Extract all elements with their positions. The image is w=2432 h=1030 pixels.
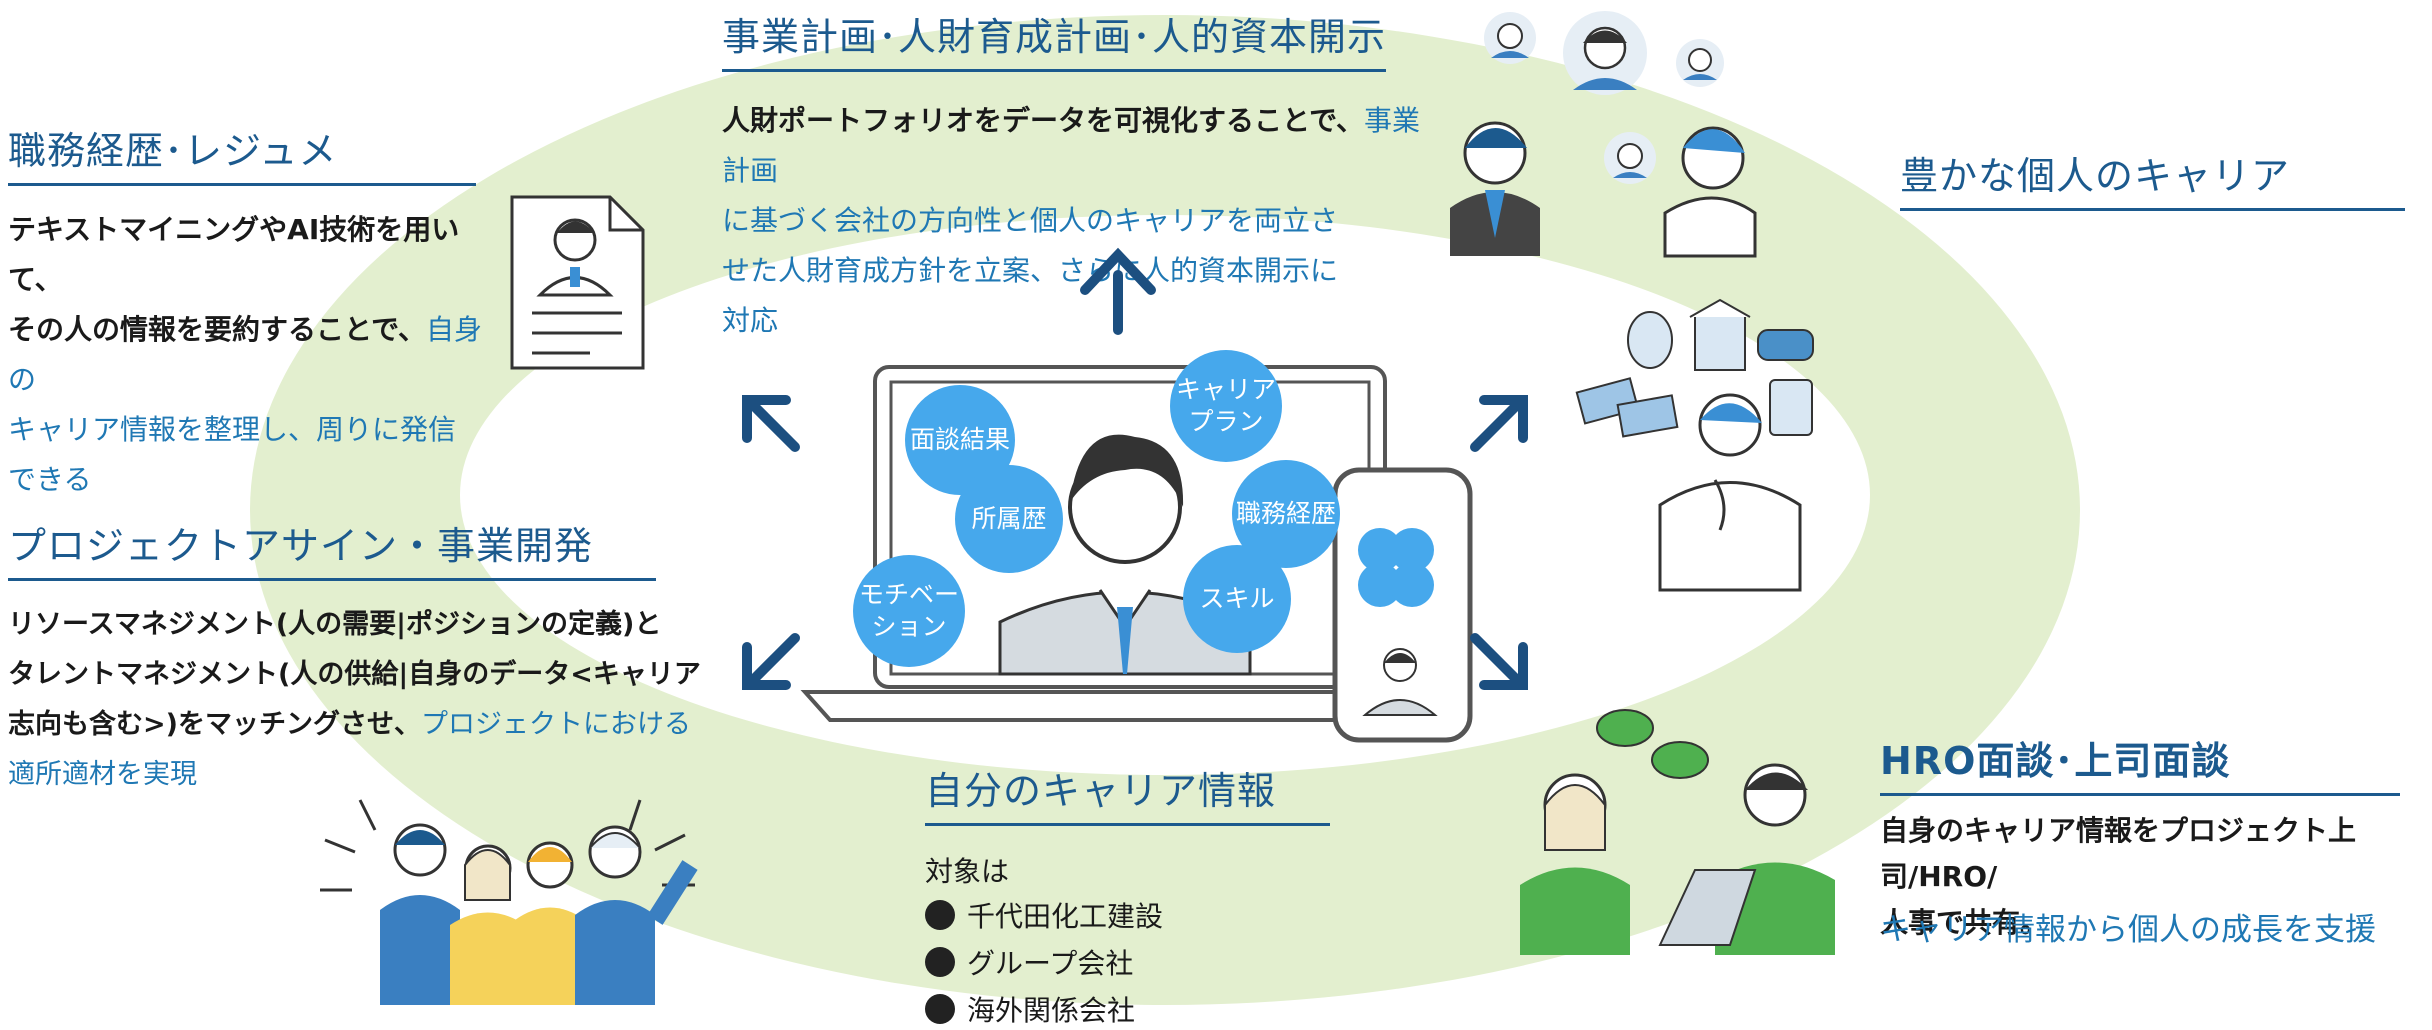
target-label: 対象は	[925, 855, 1010, 888]
business-plan-text: 人財ポートフォリオをデータを可視化することで、事業計画 に基づく会社の方向性と個…	[722, 104, 1421, 337]
arrow-up-left-icon	[742, 395, 800, 452]
hro-highlight-text: キャリア情報から個人の成長を支援	[1880, 912, 2376, 948]
team-illustration	[320, 799, 698, 1005]
bubble-career-plan: キャリアプラン	[1170, 350, 1282, 462]
target-item: グループ会社	[925, 942, 1133, 982]
heading-my-career-info: 自分のキャリア情報	[925, 760, 1330, 826]
bubble-skill: スキル	[1183, 545, 1291, 653]
bullet-icon	[925, 947, 955, 977]
lifestyle-illustration	[1575, 298, 1814, 592]
heading-rich-career: 豊かな個人のキャリア	[1900, 145, 2405, 211]
resume-document-icon	[510, 195, 645, 370]
heading-business-plan: 事業計画･人財育成計画･人的資本開示	[722, 6, 1387, 72]
arrow-up-right-icon	[1470, 395, 1528, 452]
bubble-work-history: 職務経歴	[1232, 460, 1340, 568]
thinking-people-illustration	[1450, 11, 1757, 258]
resume-text: テキストマイニングやAI技術を用いて、 その人の情報を要約することで、自身の キ…	[8, 213, 483, 496]
arrow-down-right-icon	[1470, 633, 1528, 690]
target-item: 海外関係会社	[925, 989, 1135, 1029]
heading-project-assign: プロジェクトアサイン・事業開発	[8, 515, 656, 581]
arrow-down-left-icon	[742, 633, 800, 690]
hro-text: 自身のキャリア情報をプロジェクト上司/HRO/ 人事で共有。	[1880, 814, 2357, 939]
smartphone-illustration	[1332, 467, 1473, 743]
heading-hro-interview: HRO面談･上司面談	[1880, 730, 2400, 796]
bubble-motivation: モチベーション	[853, 555, 965, 667]
project-text: リソースマネジメント(人の需要|ポジションの定義)と タレントマネジメント(人の…	[8, 609, 701, 790]
bullet-icon	[925, 900, 955, 930]
heading-resume: 職務経歴･レジュメ	[8, 120, 476, 186]
arrow-up-icon	[1080, 247, 1156, 335]
bubble-affiliation: 所属歴	[955, 465, 1063, 573]
bullet-icon	[925, 994, 955, 1024]
target-item: 千代田化工建設	[925, 895, 1163, 935]
meeting-illustration	[1520, 709, 1835, 955]
